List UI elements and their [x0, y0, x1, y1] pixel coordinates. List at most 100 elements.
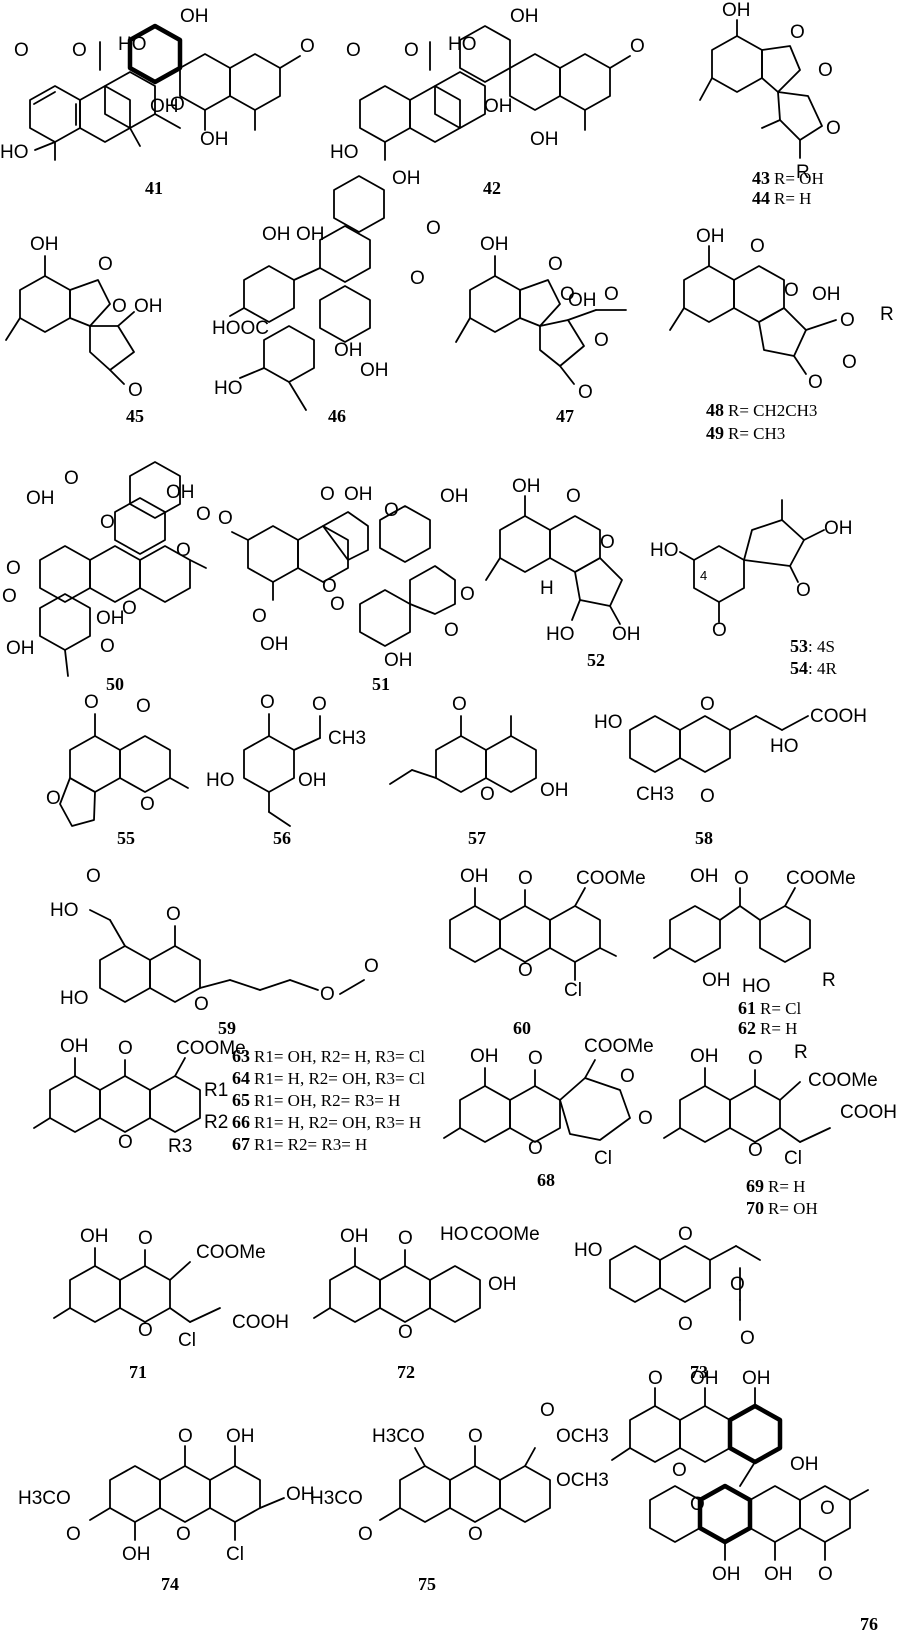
structure-53-54	[679, 499, 825, 623]
atom-label: HO	[0, 142, 29, 163]
atom-label: O	[444, 620, 459, 641]
atom-label: OH	[360, 360, 389, 381]
label-67: 67 R1= R2= R3= H	[232, 1134, 368, 1154]
atom-label: OH	[30, 234, 59, 255]
structure-68	[443, 1059, 631, 1143]
atom-label: OH	[26, 488, 55, 509]
atom-label: HO	[594, 712, 623, 733]
atom-label: Cl	[178, 1330, 196, 1351]
atom-label: O	[138, 1320, 153, 1341]
atom-label: OH	[460, 866, 489, 887]
compound-number: 74	[161, 1574, 179, 1594]
atom-label: OH	[122, 1544, 151, 1565]
atom-label: O	[14, 40, 29, 61]
compound-number: 58	[695, 828, 713, 848]
atom-label: HOOC	[212, 318, 269, 339]
atom-label: COOH	[232, 1312, 289, 1333]
atom-label: O	[548, 254, 563, 275]
compound-number: 45	[126, 406, 144, 426]
atom-label: OH	[790, 1454, 819, 1475]
label-70: 70 R= OH	[746, 1198, 818, 1218]
atom-label: O	[672, 1460, 687, 1481]
atom-label: OH	[296, 224, 325, 245]
atom-label: OH	[340, 1226, 369, 1247]
atom-label: O	[384, 500, 399, 521]
compound-number: 72	[397, 1362, 415, 1382]
structure-42	[359, 25, 631, 161]
atom-label: O	[808, 372, 823, 393]
label-53: 53: 4S	[790, 636, 835, 656]
atom-label: OH	[392, 168, 421, 189]
structure-61-62	[653, 887, 811, 963]
atom-label: R	[880, 304, 894, 325]
structure-69-70	[663, 1067, 831, 1143]
compound-number: 50	[106, 674, 124, 694]
atom-label: O	[796, 580, 811, 601]
atom-label: Cl	[564, 980, 582, 1001]
compound-number: 57	[468, 828, 486, 848]
atom-label: H3CO	[310, 1488, 363, 1509]
atom-label: O	[840, 310, 855, 331]
atom-label: HO	[50, 900, 79, 921]
atom-label: OCH3	[556, 1426, 609, 1447]
atom-label: O	[46, 788, 61, 809]
atom-label: O	[118, 1132, 133, 1153]
atom-label: O	[64, 468, 79, 489]
atom-label: O	[700, 786, 715, 807]
atom-label: COOMe	[196, 1242, 266, 1263]
atom-label: O	[2, 586, 17, 607]
atom-label: O	[528, 1138, 543, 1159]
structure-43-44	[699, 19, 823, 159]
atom-label: O	[468, 1524, 483, 1545]
atom-label: O	[820, 1498, 835, 1519]
atom-label: O	[842, 352, 857, 373]
compound-number: 46	[328, 406, 346, 426]
atom-label: OH	[262, 224, 291, 245]
atom-label: O	[578, 382, 593, 403]
atom-label: COOH	[840, 1102, 897, 1123]
atom-label: O	[784, 280, 799, 301]
compound-number: 75	[418, 1574, 436, 1594]
atom-label: OH	[6, 638, 35, 659]
atom-label: HO	[118, 34, 147, 55]
atom-label: O	[346, 40, 361, 61]
atom-label: O	[734, 868, 749, 889]
atom-label: O	[604, 284, 619, 305]
structure-72	[313, 1247, 481, 1323]
atom-label: O	[136, 696, 151, 717]
atom-label: COOMe	[808, 1070, 878, 1091]
atom-label: O	[826, 118, 841, 139]
atom-label: O	[518, 960, 533, 981]
structure-47	[455, 255, 627, 385]
atom-label: O	[540, 1400, 555, 1421]
atom-label: O	[638, 1108, 653, 1129]
atom-label: O	[690, 1494, 705, 1515]
atom-label: O	[790, 22, 805, 43]
atom-label: HO	[206, 770, 235, 791]
compound-number: 71	[129, 1362, 147, 1382]
atom-label: O	[312, 694, 327, 715]
atom-label: O	[678, 1314, 693, 1335]
atom-label: O	[252, 606, 267, 627]
atom-label: O	[138, 1228, 153, 1249]
label-43: 43 R= OH	[752, 168, 824, 188]
atom-label: 4	[700, 568, 707, 583]
structure-45	[5, 255, 135, 385]
atom-label: O	[404, 40, 419, 61]
compound-number: 52	[587, 650, 605, 670]
atom-label: R2	[204, 1112, 228, 1133]
structure-57	[389, 715, 537, 793]
atom-label: O	[300, 36, 315, 57]
structure-71	[53, 1247, 221, 1323]
atom-label: R	[822, 970, 836, 991]
atom-label: OH	[530, 129, 559, 150]
atom-label: O	[128, 380, 143, 401]
atom-label: O	[468, 1426, 483, 1447]
compound-number: 56	[273, 828, 291, 848]
structure-50	[39, 461, 207, 677]
label-65: 65 R1= OH, R2= R3= H	[232, 1090, 401, 1110]
atom-label: O	[112, 296, 127, 317]
atom-label: O	[410, 268, 425, 289]
atom-label: HO	[650, 540, 679, 561]
